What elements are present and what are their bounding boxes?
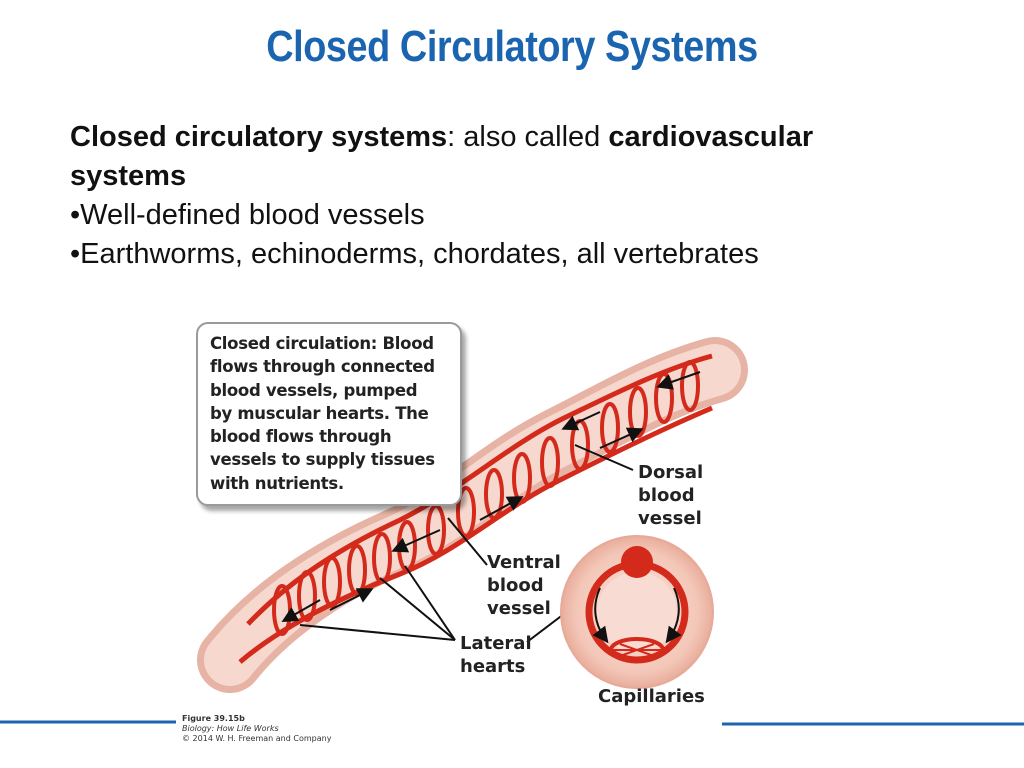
definition-term: Closed circulatory systems: [70, 121, 448, 153]
label-lateral-hearts: Lateral hearts: [460, 633, 532, 677]
ventral-vessel: [238, 405, 713, 664]
flow-arrows: [281, 371, 701, 622]
definition-mid: : also called: [447, 121, 609, 153]
slide-title: Closed Circulatory Systems: [266, 22, 758, 71]
definition-line: Closed circulatory systems: also called …: [70, 118, 970, 157]
caption-figure-number: Figure 39.15b: [182, 714, 245, 723]
figure-caption: Figure 39.15b Biology: How Life Works © …: [182, 714, 331, 744]
definition-line-2-text: systems: [70, 160, 187, 192]
label-dorsal-blood-vessel: Dorsal blood vessel: [638, 462, 704, 529]
bullet-list: Closed circulatory systems: also called …: [70, 118, 970, 274]
callout-box: Closed circulation: Blood flows through …: [196, 322, 462, 506]
earthworm-illustration: [0, 337, 1024, 726]
definition-line-2: systems: [70, 157, 970, 196]
bullet-item: •Well-defined blood vessels: [70, 199, 425, 231]
label-capillaries: Capillaries: [598, 686, 705, 707]
dorsal-vessel: [246, 353, 713, 626]
label-ventral-blood-vessel: Ventral blood vessel: [487, 552, 561, 619]
capillaries-cross-section: [560, 535, 714, 689]
definition-term-2: cardiovascular: [608, 121, 814, 153]
caption-book: Biology: How Life Works: [182, 724, 279, 733]
callout-text: Closed circulation: Blood flows through …: [210, 334, 435, 493]
bullet-item: •Earthworms, echinoderms, chordates, all…: [70, 238, 759, 270]
caption-copyright: © 2014 W. H. Freeman and Company: [182, 734, 332, 743]
